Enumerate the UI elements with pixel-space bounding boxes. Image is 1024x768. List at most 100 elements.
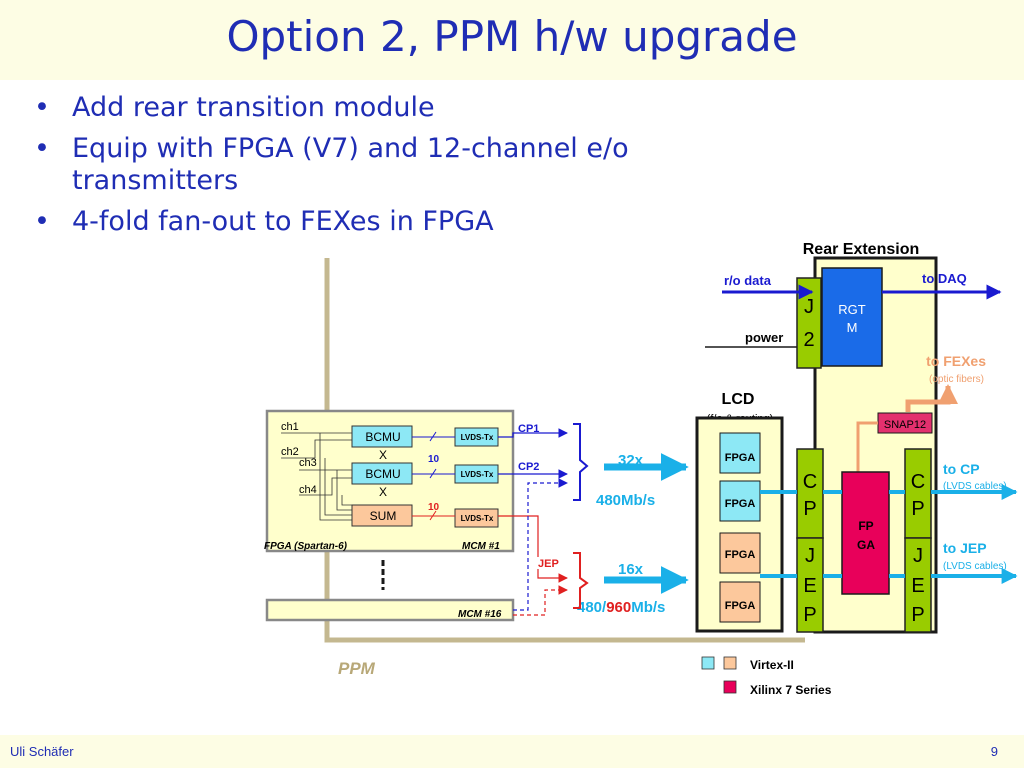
- bullet-list: •Add rear transition module •Equip with …: [34, 92, 694, 248]
- bus-width-label: 10: [428, 502, 440, 513]
- ro-data-label: r/o data: [724, 273, 772, 288]
- rate-480-part: 480/: [577, 599, 607, 616]
- jep-letter: E: [803, 575, 816, 597]
- channel-wire: [324, 458, 352, 516]
- lcd-fpga-virtex-alt: [719, 581, 761, 623]
- fpga-label: FPGA: [725, 452, 756, 464]
- fpga-label: FPGA: [725, 498, 756, 510]
- jep-letter: P: [911, 604, 924, 626]
- jep-letter: J: [913, 545, 923, 567]
- bullet-text: 4-fold fan-out to FEXes in FPGA: [72, 206, 494, 238]
- jep-letter: J: [805, 545, 815, 567]
- channel-label: ch3: [299, 457, 317, 469]
- rgtm-label: RGT: [838, 302, 866, 317]
- lcd-label: LCD: [722, 391, 755, 408]
- j2-letter: J: [804, 296, 814, 318]
- mcm16-cp-wire: [513, 478, 568, 611]
- lcd-fpga-virtex-alt: [719, 532, 761, 574]
- cp1-wire: [498, 428, 568, 438]
- ppm-label: PPM: [338, 659, 376, 678]
- bullet-item: •Equip with FPGA (V7) and 12-channel e/o…: [34, 133, 694, 197]
- channel-wire: [336, 470, 352, 511]
- legend-swatch-xilinx7: [723, 680, 737, 694]
- rate-480-960-label: 480/960Mb/s: [577, 599, 665, 616]
- rate-16x-label: 16x: [618, 561, 644, 578]
- rgtm-label: M: [847, 320, 858, 335]
- mcm1-label: MCM #1: [462, 541, 500, 552]
- fpga-label: FPGA: [725, 600, 756, 612]
- rate-32x-label: 32x: [618, 452, 644, 469]
- bcmux-label: BCMU: [365, 430, 400, 444]
- jep-letter: E: [911, 575, 924, 597]
- bus-slash: [429, 510, 437, 521]
- cp-letter: C: [803, 471, 817, 493]
- bus-slash: [429, 468, 437, 479]
- bcmux-label: BCMU: [365, 467, 400, 481]
- legend-xilinx7-label: Xilinx 7 Series: [750, 683, 832, 697]
- slide-title: Option 2, PPM h/w upgrade: [226, 12, 798, 61]
- lcd-fpga-virtex: [719, 480, 761, 522]
- cp-letter: C: [911, 471, 925, 493]
- lvds-tx-label: LVDS-Tx: [461, 470, 494, 479]
- sum-label: SUM: [370, 509, 397, 523]
- rate-960-part: 960: [606, 599, 631, 616]
- fpga-spartan-label: FPGA (Spartan-6): [264, 541, 348, 552]
- ppm-block-diagram: Rear Extension J 2 RGT M r/o data to DAQ…: [264, 241, 1018, 697]
- jep-connector-left: [796, 537, 824, 633]
- channel-wire: [299, 477, 352, 496]
- page-number: 9: [990, 744, 998, 759]
- v7-fpga-label: GA: [857, 538, 875, 552]
- legend-swatch-virtex-cyan: [701, 656, 715, 670]
- optic-fibers-label: (optic fibers): [929, 374, 984, 385]
- jep-brace: [573, 552, 589, 609]
- jep-connector-right: [904, 537, 932, 633]
- fpga-to-snap-link: [856, 421, 878, 472]
- lvds-tx-label: LVDS-Tx: [461, 433, 494, 442]
- footer-band: [0, 735, 1024, 768]
- jep-small-label-bg: [537, 557, 563, 569]
- rgtm-block: [821, 267, 883, 367]
- to-cp-sub-label: (LVDS cables): [943, 481, 1007, 492]
- bullet-dot: •: [34, 133, 50, 165]
- cp-brace: [573, 423, 589, 501]
- channel-wire: [341, 495, 352, 506]
- legend-virtex-label: Virtex-II: [750, 658, 794, 672]
- to-fexes-label: to FEXes: [926, 353, 986, 369]
- bullet-item: •4-fold fan-out to FEXes in FPGA: [34, 206, 694, 238]
- bullet-dot: •: [34, 92, 50, 123]
- bcmux-label: X: [379, 485, 387, 499]
- cp2-label: CP2: [518, 461, 539, 473]
- j2-letter: 2: [803, 329, 814, 351]
- channel-label: ch4: [299, 484, 317, 496]
- footer-author: Uli Schäfer: [10, 744, 74, 759]
- to-daq-label: to DAQ: [922, 271, 967, 286]
- cp1-label: CP1: [518, 423, 539, 435]
- to-jep-sub-label: (LVDS cables): [943, 561, 1007, 572]
- snap12-label: SNAP12: [884, 419, 926, 431]
- mcm16-jep-wire: [513, 585, 568, 616]
- lcd-fpga-virtex: [719, 432, 761, 474]
- bus-width-label: 10: [428, 454, 440, 465]
- lvds-tx-block: [454, 508, 499, 528]
- power-label: power: [745, 330, 783, 345]
- to-jep-label: to JEP: [943, 540, 987, 556]
- rate-mbs-part: Mb/s: [631, 599, 665, 616]
- bcmux-label: X: [379, 448, 387, 462]
- cp-connector-right: [904, 448, 932, 539]
- ppm-board-outline: [324, 258, 805, 643]
- jep-wire: [498, 515, 568, 583]
- rate-480-label: 480Mb/s: [596, 492, 655, 509]
- title-band: [0, 0, 1024, 80]
- bus-slash: [429, 431, 437, 442]
- to-cp-label: to CP: [943, 461, 980, 477]
- cp-connector-left: [796, 448, 824, 539]
- v7-fpga: [841, 471, 890, 595]
- channel-wire: [319, 433, 352, 521]
- bullet-item: •Add rear transition module: [34, 92, 694, 124]
- cp-letter: P: [803, 498, 816, 520]
- lvds-tx-label: LVDS-Tx: [461, 514, 494, 523]
- channel-label: ch2: [281, 446, 299, 458]
- mcm16-label: MCM #16: [458, 609, 502, 620]
- fpga-label: FPGA: [725, 549, 756, 561]
- legend-swatch-virtex-peach: [723, 656, 737, 670]
